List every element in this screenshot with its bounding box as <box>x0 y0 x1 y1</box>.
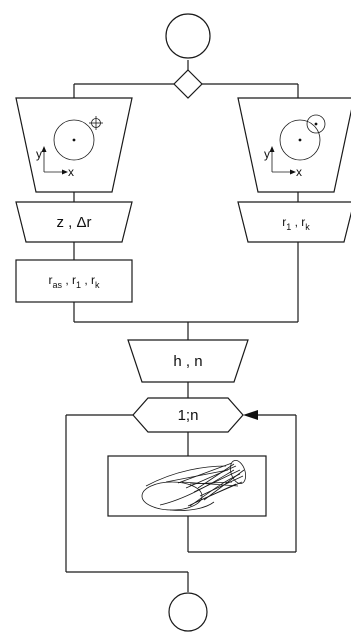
input-z-delta-r-label: z , Δr <box>56 214 91 231</box>
left-coordinate-input <box>15 97 133 193</box>
surface-plot-output <box>107 455 267 517</box>
connector-lines <box>65 60 299 592</box>
input-h-n-label: h , n <box>173 353 202 370</box>
coordinate-sketch-left <box>41 116 103 175</box>
coordinate-sketch-right <box>269 114 326 175</box>
branch-decision <box>173 69 203 99</box>
left-x-axis-label: x <box>68 165 74 179</box>
process-ras-r1-rk <box>15 259 133 303</box>
right-coordinate-input <box>237 97 351 193</box>
input-r1-rk-label: r1 , rk <box>282 215 310 232</box>
loop-return-arrowhead <box>243 410 258 420</box>
left-y-axis-label: y <box>36 147 42 161</box>
input-h-n <box>127 339 249 383</box>
start-terminator <box>165 13 211 59</box>
loop-1-to-n <box>132 397 244 433</box>
input-r1-rk <box>237 201 351 243</box>
right-y-axis-label: y <box>264 147 270 161</box>
loop-1-to-n-label: 1;n <box>178 407 199 424</box>
end-terminator <box>168 592 208 632</box>
input-z-delta-r <box>15 201 133 243</box>
right-x-axis-label: x <box>296 165 302 179</box>
process-ras-r1-rk-label: ras , r1 , rk <box>48 273 100 290</box>
ruled-surface-drawing <box>141 459 247 511</box>
